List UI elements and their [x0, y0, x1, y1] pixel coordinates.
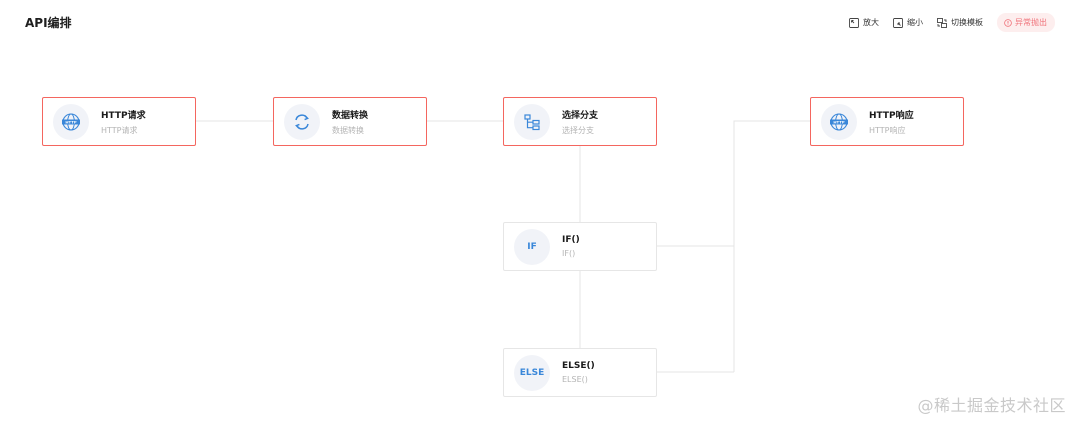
- zoom-out-icon: [893, 17, 903, 28]
- node-title: HTTP请求: [101, 110, 146, 121]
- switch-template-icon: [937, 17, 947, 28]
- node-title: 选择分支: [562, 110, 599, 121]
- node-icon-wrap: HTTP: [53, 103, 89, 140]
- node-icon-wrap: [284, 103, 320, 140]
- warning-circle-icon: [1004, 18, 1012, 27]
- node-icon-wrap: ELSE: [514, 354, 550, 391]
- node-branch[interactable]: 选择分支 选择分支: [503, 97, 657, 146]
- node-subtitle: HTTP响应: [869, 125, 906, 135]
- svg-text:HTTP: HTTP: [833, 119, 844, 124]
- zoom-in-icon: [849, 17, 859, 28]
- zoom-in-label: 放大: [863, 18, 879, 27]
- switch-template-label: 切换模板: [951, 18, 983, 27]
- node-icon-wrap: IF: [514, 228, 550, 265]
- zoom-out-button[interactable]: 缩小: [893, 17, 923, 28]
- if-badge-icon: IF: [527, 241, 537, 252]
- node-else[interactable]: ELSE ELSE() ELSE(): [503, 348, 657, 397]
- svg-text:HTTP: HTTP: [65, 119, 76, 124]
- node-subtitle: 选择分支: [562, 125, 594, 135]
- zoom-out-label: 缩小: [907, 18, 923, 27]
- toolbar: 放大 缩小 切换模板 异常抛出: [849, 13, 1055, 32]
- node-subtitle: 数据转换: [332, 125, 364, 135]
- node-data-transform[interactable]: 数据转换 数据转换: [273, 97, 427, 146]
- node-if[interactable]: IF IF() IF(): [503, 222, 657, 271]
- node-subtitle: ELSE(): [562, 375, 588, 384]
- error-throw-label: 异常抛出: [1015, 18, 1047, 27]
- node-title: 数据转换: [332, 110, 369, 121]
- node-title: IF(): [562, 235, 580, 245]
- node-title: HTTP响应: [869, 110, 914, 121]
- node-http-request[interactable]: HTTP HTTP请求 HTTP请求: [42, 97, 196, 146]
- globe-http-icon: HTTP: [830, 112, 848, 131]
- globe-http-icon: HTTP: [62, 112, 80, 131]
- watermark: @稀土掘金技术社区: [917, 396, 1066, 415]
- branch-tree-icon: [524, 113, 540, 130]
- switch-template-button[interactable]: 切换模板: [937, 17, 983, 28]
- node-icon-wrap: [514, 103, 550, 140]
- node-subtitle: HTTP请求: [101, 125, 138, 135]
- edge-merge-response: [733, 120, 810, 372]
- transform-arrows-icon: [295, 113, 309, 130]
- else-badge-icon: ELSE: [519, 367, 545, 378]
- node-subtitle: IF(): [562, 249, 576, 258]
- node-http-response[interactable]: HTTP HTTP响应 HTTP响应: [810, 97, 964, 146]
- zoom-in-button[interactable]: 放大: [849, 17, 879, 28]
- page-title: API编排: [25, 16, 72, 30]
- node-icon-wrap: HTTP: [821, 103, 857, 140]
- node-title: ELSE(): [562, 361, 595, 371]
- error-throw-button[interactable]: 异常抛出: [997, 13, 1055, 32]
